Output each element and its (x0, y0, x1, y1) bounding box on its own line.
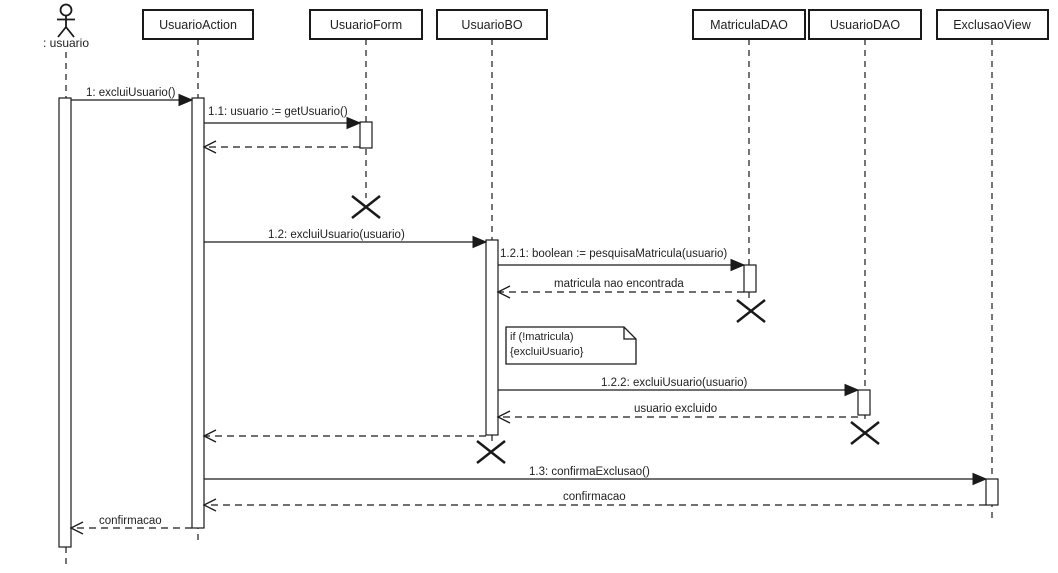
destruction-x-icon-UsuarioDAO (850, 421, 880, 445)
filled-arrowhead-icon-msg-1-2 (472, 235, 488, 249)
note-box (505, 326, 637, 365)
lifeline-head-UsuarioBO (436, 9, 548, 40)
activation-ExclusaoView (985, 478, 999, 506)
message-label-return-1-2-2: usuario excluido (634, 403, 717, 415)
message-label-msg-1-2: 1.2: excluiUsuario(usuario) (268, 229, 405, 241)
filled-arrowhead-icon-msg-1-2-2 (844, 383, 860, 397)
lifeline-head-MatriculaDAO (692, 9, 806, 40)
filled-arrowhead-icon-msg-1-3 (972, 472, 988, 486)
note-text-line-2: {excluiUsuario} (510, 346, 584, 358)
stick-figure-actor-icon (59, 3, 73, 17)
activation-usuario (58, 97, 72, 548)
message-label-return-1: confirmacao (99, 515, 162, 527)
destruction-x-icon-MatriculaDAO (736, 299, 766, 323)
lifeline-head-ExclusaoView (936, 9, 1049, 40)
filled-arrowhead-icon-msg-1 (178, 93, 194, 107)
message-label-msg-1-1: 1.1: usuario := getUsuario() (208, 106, 348, 118)
filled-arrowhead-icon-msg-1-2-1 (730, 258, 746, 272)
lifeline-label-UsuarioDAO: UsuarioDAO (830, 18, 900, 32)
lifeline-head-UsuarioForm (309, 9, 423, 40)
note-text-line-1: if (!matricula) (510, 331, 574, 343)
message-label-msg-1-3: 1.3: confirmaExclusao() (529, 466, 650, 478)
message-label-msg-1-2-1: 1.2.1: boolean := pesquisaMatricula(usua… (500, 248, 727, 260)
destruction-x-icon-UsuarioForm (351, 195, 381, 219)
actor-left-leg-line (57, 26, 67, 38)
lifeline-label-UsuarioAction: UsuarioAction (159, 18, 237, 32)
activation-UsuarioDAO (857, 389, 871, 416)
actor-label: : usuario (43, 36, 89, 50)
open-arrowhead-icon-return-1 (69, 521, 84, 535)
message-label-return-1-2-1: matricula nao encontrada (554, 278, 684, 290)
actor-right-leg-line (65, 26, 75, 38)
note-fold-icon (623, 327, 636, 340)
open-arrowhead-icon-return-1-2 (202, 429, 217, 443)
lifeline-head-UsuarioAction (142, 9, 254, 40)
open-arrowhead-icon-return-1-1 (202, 140, 217, 154)
activation-UsuarioBO (485, 239, 499, 436)
message-label-msg-1-2-2: 1.2.2: excluiUsuario(usuario) (601, 377, 748, 389)
lifeline-label-ExclusaoView: ExclusaoView (953, 18, 1032, 32)
lifeline-label-UsuarioForm: UsuarioForm (330, 18, 402, 32)
lifeline-label-UsuarioBO: UsuarioBO (461, 18, 522, 32)
open-arrowhead-icon-return-1-2-1 (496, 285, 511, 299)
message-label-return-1-3: confirmacao (563, 491, 626, 503)
lifeline-label-MatriculaDAO: MatriculaDAO (710, 18, 788, 32)
filled-arrowhead-icon-msg-1-1 (346, 116, 362, 130)
activation-UsuarioForm (359, 121, 373, 149)
activation-UsuarioAction (191, 97, 205, 529)
lifeline-head-UsuarioDAO (808, 9, 922, 40)
destruction-x-icon-UsuarioBO (476, 440, 506, 464)
activation-MatriculaDAO (743, 264, 757, 293)
open-arrowhead-icon-return-1-2-2 (496, 410, 511, 424)
open-arrowhead-icon-return-1-3 (202, 498, 217, 512)
message-label-msg-1: 1: excluiUsuario() (86, 87, 176, 99)
